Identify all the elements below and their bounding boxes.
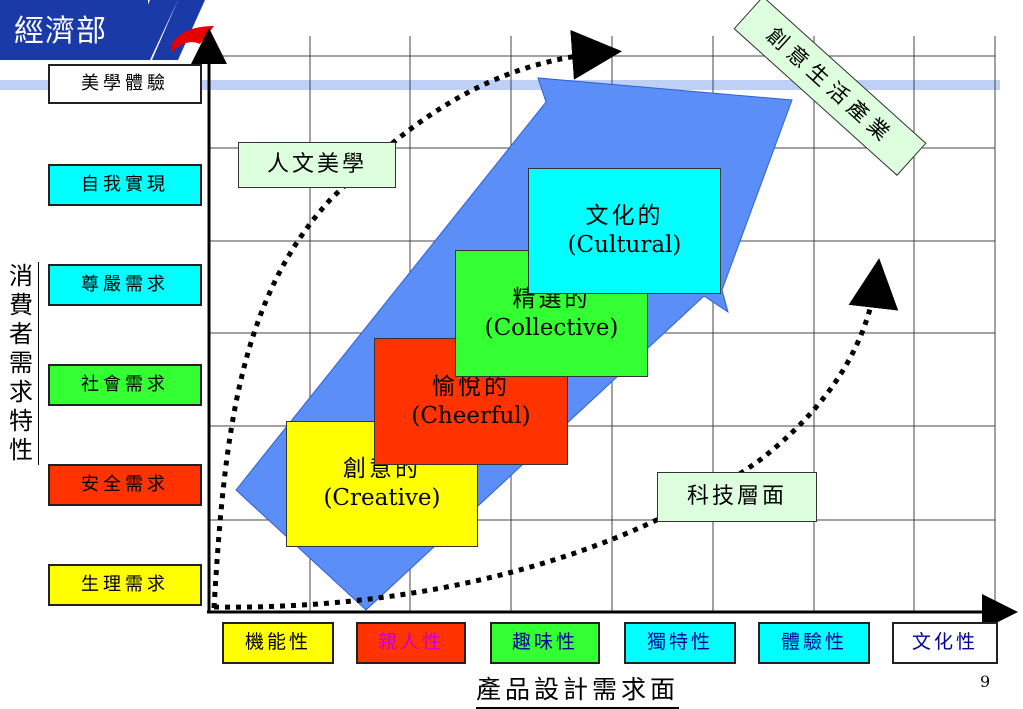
y-level-safety: 安全需求: [48, 464, 202, 506]
x-cat-fun: 趣味性: [490, 622, 600, 664]
logo-stripe: [124, 0, 178, 60]
x-cat-unique: 獨特性: [624, 622, 736, 664]
logo-mark: [152, 0, 205, 60]
y-level-esteem: 尊嚴需求: [48, 264, 202, 306]
y-axis-title: 消費者需求特性: [6, 262, 39, 465]
humanities-curve: [211, 29, 622, 609]
y-level-self-actualization: 自我實現: [48, 164, 202, 206]
stage-cultural-en: (Cultural): [567, 232, 682, 258]
y-level-aesthetic: 美學體驗: [48, 64, 202, 104]
stage-cheerful-zh: 愉悅的: [432, 373, 510, 400]
logo-background: [0, 0, 148, 60]
technology-curve: [213, 258, 899, 610]
page-number: 9: [980, 672, 991, 691]
header-band: [0, 80, 1000, 90]
stage-collective-en: (Collective): [484, 314, 619, 341]
logo-text: 經濟部: [14, 14, 107, 49]
stage-cultural-zh: 文化的: [585, 203, 664, 230]
stage-cheerful-en: (Cheerful): [411, 402, 531, 429]
x-cat-experience: 體驗性: [758, 622, 870, 664]
x-cat-functional: 機能性: [222, 622, 334, 664]
y-level-physiological: 生理需求: [48, 564, 202, 606]
x-axis-title: 產品設計需求面: [476, 670, 680, 709]
technology-label: 科技層面: [657, 472, 817, 522]
x-cat-cultural: 文化性: [892, 622, 998, 664]
x-cat-friendly: 親人性: [356, 622, 466, 664]
y-level-social: 社會需求: [48, 364, 202, 406]
stage-cultural: 文化的 (Cultural): [528, 168, 721, 294]
humanities-label: 人文美學: [238, 142, 396, 188]
stage-creative-en: (Creative): [323, 485, 441, 511]
